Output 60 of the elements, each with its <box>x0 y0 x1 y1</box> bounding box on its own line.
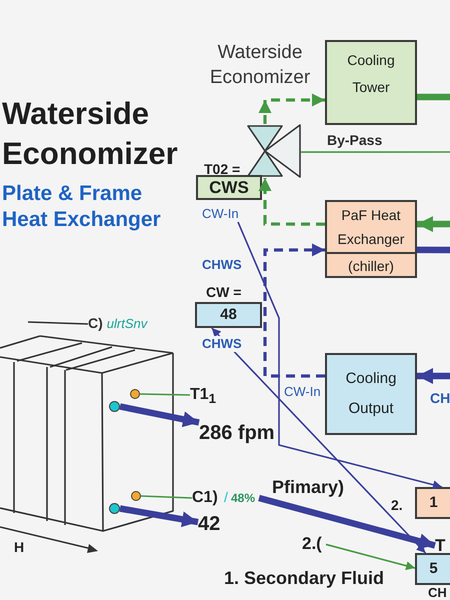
box-label: (chiller) <box>327 252 415 279</box>
annotation-label: T <box>435 536 449 555</box>
leader-line <box>140 393 190 396</box>
process-box <box>325 200 417 278</box>
value-label: 48% <box>231 490 259 506</box>
diagram-title: Waterside Economizer <box>2 95 179 173</box>
flow-arrow <box>119 505 199 528</box>
flow-arrow <box>258 494 436 550</box>
stream-label: CW-In <box>202 206 242 222</box>
flow-arrow <box>326 544 416 570</box>
flow-arrow <box>119 403 200 428</box>
port-dot-icon <box>109 503 120 514</box>
variable-label: CW = <box>206 284 242 301</box>
variable-label: T02 = <box>204 161 242 178</box>
annotation-label: C1) <box>192 489 220 507</box>
dimension-label: H <box>14 538 26 556</box>
annotation-label: Pfimary) <box>272 476 346 498</box>
callout-number: 2. <box>391 496 404 514</box>
dashed-arrow <box>263 243 325 378</box>
value-label: 42 <box>198 512 224 536</box>
box-label: Cooling Tower <box>346 51 396 97</box>
leader-line <box>28 321 88 325</box>
diagram-subtitle: Plate & Frame Heat Exchanger <box>2 181 162 233</box>
section-heading: Waterside Economizer <box>208 41 312 90</box>
box-label: PaF Heat Exchanger <box>336 206 406 249</box>
annotation-label: C) <box>88 314 103 333</box>
process-box <box>325 40 417 125</box>
flow-line <box>417 94 450 100</box>
box-label: 1 <box>429 493 438 513</box>
annotation-label: T1$_{1}$ <box>190 386 222 404</box>
flow-arrow <box>417 368 450 384</box>
value-box <box>195 302 262 328</box>
flow-line <box>416 246 450 254</box>
annotation-label: ulrtSnv <box>106 315 148 333</box>
leader-line <box>140 495 192 499</box>
annotation-label: / <box>224 489 229 506</box>
stream-label: CH <box>430 390 450 407</box>
dashed-arrow <box>258 178 325 226</box>
value-box <box>196 175 262 200</box>
flow-arrow <box>237 222 442 490</box>
box-label: CWS <box>209 177 249 198</box>
port-dot-icon <box>130 389 140 399</box>
box-label: 48 <box>220 305 237 325</box>
stream-label: CHWS <box>202 257 243 273</box>
annotation-label: 1. Secondary Fluid <box>224 567 386 590</box>
port-dot-icon <box>131 491 141 501</box>
dashed-arrow <box>258 94 325 124</box>
flow-arrow <box>416 216 450 232</box>
value-box <box>415 487 450 519</box>
value-box <box>415 553 450 585</box>
flow-line <box>301 151 450 153</box>
box-label: 5 <box>429 559 438 579</box>
variable-label: CH <box>428 586 448 600</box>
value-label: 286 fpm <box>199 418 277 448</box>
flow-arrow <box>211 327 426 554</box>
port-dot-icon <box>109 401 120 412</box>
callout-number: 2.( <box>302 534 326 553</box>
box-label: Cooling Output <box>344 369 398 419</box>
stream-label: CW-In <box>284 383 322 401</box>
process-box <box>325 353 417 435</box>
